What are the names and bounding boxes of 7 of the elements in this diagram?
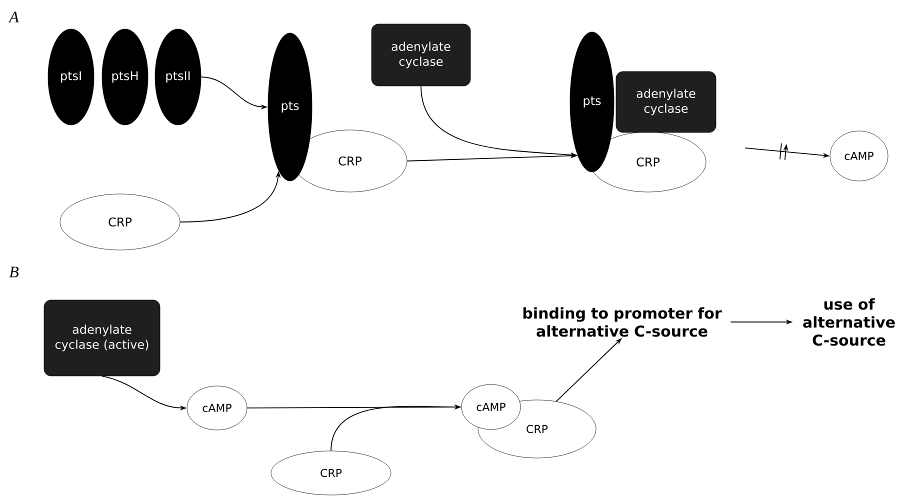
enzyme-box: adenylate cyclase xyxy=(616,71,716,133)
enzyme-box: adenylate cyclase xyxy=(371,24,471,86)
panel-letter: A xyxy=(8,12,19,22)
outcome-text: use of alternative C-source xyxy=(803,298,895,346)
panel-letter: B xyxy=(9,266,19,278)
enzyme-box: adenylate cyclase (active) xyxy=(44,300,160,376)
outcome-text: binding to promoter for alternative C-source xyxy=(523,307,722,337)
